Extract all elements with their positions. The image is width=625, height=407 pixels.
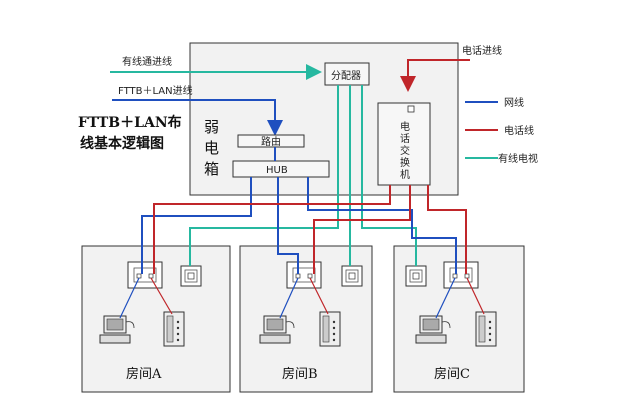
lan-cable-room-a [141, 177, 252, 274]
weak-box-char-2: 电 [204, 139, 219, 157]
room-b-telephone-icon [319, 311, 341, 347]
room-a-data-phone-socket [127, 261, 163, 289]
legend-phone-label: 电话线 [504, 124, 534, 137]
room-b-data-phone-socket [286, 261, 322, 289]
phone-input-line [400, 59, 470, 92]
tv-cable-room-c [361, 85, 417, 266]
room-a-phone-drop [150, 277, 173, 315]
room-b-computer-icon [259, 315, 295, 344]
weak-box-char-1: 弱 [204, 118, 219, 136]
router-label: 路由 [261, 135, 281, 148]
diagram-title-line1: FTTB＋LAN布 [78, 114, 182, 131]
lan-cable-room-b [277, 177, 299, 274]
hub-box [232, 160, 330, 178]
room-b-phone-drop [309, 277, 329, 315]
room-b-label: 房间B [282, 366, 318, 382]
weak-box-char-3: 箱 [204, 160, 219, 178]
pbx-char-4: 换 [400, 156, 410, 169]
phone-cable-room-a [153, 185, 391, 274]
phone-cable-room-b [313, 185, 411, 274]
room-c-telephone-icon [475, 311, 497, 347]
pbx-char-5: 机 [400, 168, 410, 181]
room-c-tv-socket [405, 265, 427, 287]
legend-network-label: 网线 [504, 96, 524, 109]
room-c-data-phone-socket [443, 261, 479, 289]
room-c-label: 房间C [434, 366, 470, 382]
room-b-tv-socket [341, 265, 363, 287]
room-a-label: 房间A [126, 366, 162, 382]
diagram-title-line2: 线基本逻辑图 [80, 135, 164, 152]
cable-tv-input-label: 有线通进线 [122, 55, 172, 68]
tv-cable-room-a [189, 85, 339, 266]
hub-label: HUB [266, 165, 288, 176]
splitter-box [324, 62, 370, 86]
pbx-box [377, 102, 431, 186]
room-c-phone-drop [466, 277, 485, 315]
pbx-char-3: 交 [400, 144, 410, 157]
pbx-indicator [407, 105, 415, 113]
lan-input-line [112, 99, 283, 136]
router-box [237, 134, 305, 148]
legend-tv-label: 有线电视 [498, 152, 538, 165]
room-a-computer-icon [99, 315, 135, 344]
phone-cable-room-c [427, 185, 467, 274]
room-a-tv-socket [180, 265, 202, 287]
splitter-label: 分配器 [331, 70, 361, 82]
phone-input-label: 电话进线 [462, 44, 502, 57]
room-c-computer-icon [415, 315, 451, 344]
room-b-lan-drop [279, 277, 299, 319]
room-a-telephone-icon [163, 311, 185, 347]
pbx-char-2: 话 [400, 133, 410, 145]
room-a-lan-drop [119, 277, 140, 319]
pbx-char-1: 电 [400, 120, 410, 133]
lan-input-label: FTTB＋LAN进线 [118, 84, 193, 97]
room-c-lan-drop [435, 277, 456, 319]
